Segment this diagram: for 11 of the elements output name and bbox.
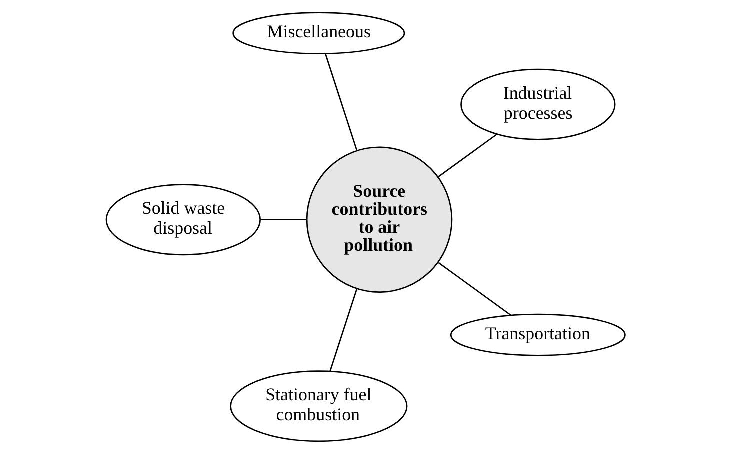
connector (330, 289, 358, 372)
connector (260, 219, 306, 221)
node-ellipse: Solid waste disposal (106, 184, 261, 256)
connector (438, 134, 498, 178)
node-ellipse: Miscellaneous (232, 12, 406, 55)
connector (438, 262, 512, 316)
connector (325, 54, 358, 151)
node-circle: Source contributors to air pollution (306, 146, 453, 293)
node-ellipse: Industrial processes (460, 68, 616, 140)
node-ellipse: Stationary fuel combustion (230, 370, 408, 442)
node-ellipse: Transportation (450, 314, 626, 356)
